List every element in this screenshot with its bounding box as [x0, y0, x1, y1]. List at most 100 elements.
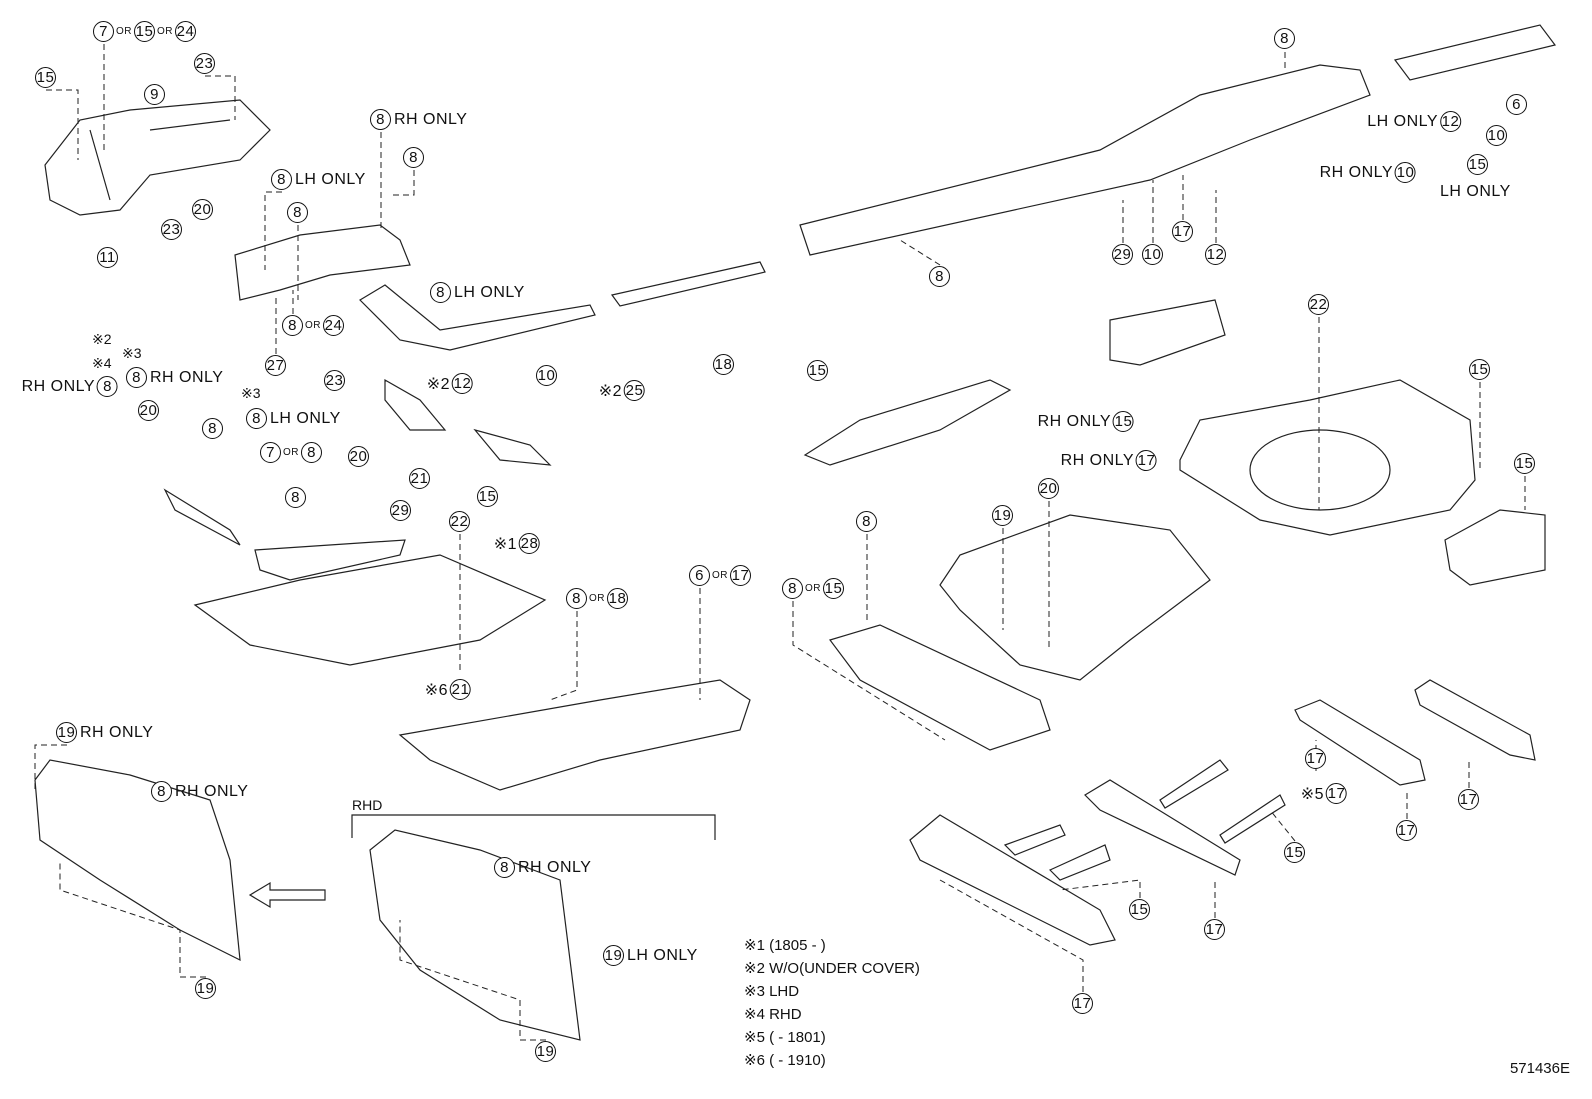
part-number[interactable]: 20 — [348, 446, 369, 467]
part-number[interactable]: 25 — [624, 380, 645, 401]
part-number[interactable]: 8 — [370, 109, 391, 130]
rear-side-member-part — [799, 64, 1371, 256]
part-number[interactable]: 19 — [56, 722, 77, 743]
part-number[interactable]: 8 — [271, 169, 292, 190]
part-number[interactable]: 22 — [449, 511, 470, 532]
part-number[interactable]: 11 — [97, 247, 118, 268]
part-number[interactable]: 17 — [1396, 820, 1417, 841]
part-number[interactable]: 17 — [730, 565, 751, 586]
part-number[interactable]: 29 — [390, 500, 411, 521]
callout-joiner: OR — [805, 583, 821, 594]
part-number[interactable]: 17 — [1072, 993, 1093, 1014]
callout-15: 15 — [1284, 842, 1305, 863]
part-number[interactable]: 15 — [1113, 411, 1134, 432]
part-number[interactable]: 12 — [1440, 111, 1461, 132]
part-number[interactable]: 23 — [161, 219, 182, 240]
part-number[interactable]: 8 — [202, 418, 223, 439]
notes-legend: ※1 (1805 - ) ※2 W/O(UNDER COVER) ※3 LHD … — [744, 934, 920, 1072]
part-number[interactable]: 17 — [1458, 789, 1479, 810]
part-number[interactable]: 7 — [93, 21, 114, 42]
rhd-bracket — [351, 814, 716, 840]
part-number[interactable]: 28 — [519, 533, 540, 554]
part-number[interactable]: 17 — [1305, 748, 1326, 769]
part-number[interactable]: 8 — [494, 857, 515, 878]
part-number[interactable]: 8 — [97, 376, 118, 397]
callout-joiner: OR — [283, 447, 299, 458]
part-number[interactable]: 9 — [144, 84, 165, 105]
callout-23: 23 — [324, 370, 345, 391]
part-number[interactable]: 20 — [192, 199, 213, 220]
part-number[interactable]: 15 — [1284, 842, 1305, 863]
part-number[interactable]: 8 — [287, 202, 308, 223]
part-number[interactable]: 15 — [35, 67, 56, 88]
part-number[interactable]: 6 — [1506, 94, 1527, 115]
part-number[interactable]: 8 — [430, 282, 451, 303]
part-number[interactable]: 7 — [260, 442, 281, 463]
part-number[interactable]: 18 — [607, 588, 628, 609]
part-number[interactable]: 8 — [929, 266, 950, 287]
part-number[interactable]: 18 — [713, 354, 734, 375]
part-number[interactable]: 23 — [324, 370, 345, 391]
diagram-code: 571436E — [1509, 1060, 1570, 1077]
part-number[interactable]: 12 — [452, 373, 473, 394]
part-number[interactable]: 15 — [1514, 453, 1535, 474]
part-number[interactable]: 15 — [134, 21, 155, 42]
callout-suffix: RH ONLY — [394, 110, 468, 128]
rear-floor-crossmember-part — [829, 624, 1051, 751]
part-number[interactable]: 19 — [535, 1041, 556, 1062]
part-number[interactable]: 19 — [992, 505, 1013, 526]
part-number[interactable]: 17 — [1204, 919, 1225, 940]
part-number[interactable]: 27 — [265, 355, 286, 376]
part-number[interactable]: 8 — [282, 315, 303, 336]
note-2: ※2 W/O(UNDER COVER) — [744, 960, 920, 977]
part-number[interactable]: 15 — [1467, 154, 1488, 175]
rear-extension-part — [1393, 24, 1557, 81]
part-number[interactable]: 8 — [126, 367, 147, 388]
part-number[interactable]: 10 — [1395, 162, 1416, 183]
part-number[interactable]: 8 — [403, 147, 424, 168]
callout-8: 8 — [1274, 28, 1295, 49]
center-floor-part — [939, 514, 1211, 681]
part-number[interactable]: 24 — [175, 21, 196, 42]
part-number[interactable]: 23 — [194, 53, 215, 74]
part-number[interactable]: 15 — [823, 578, 844, 599]
part-number[interactable]: 8 — [301, 442, 322, 463]
part-number[interactable]: 12 — [1205, 244, 1226, 265]
part-number[interactable]: 21 — [450, 679, 471, 700]
part-number[interactable]: 8 — [782, 578, 803, 599]
part-number[interactable]: 15 — [807, 360, 828, 381]
part-number[interactable]: 15 — [1129, 899, 1150, 920]
part-number[interactable]: 10 — [1142, 244, 1163, 265]
part-number[interactable]: 8 — [856, 511, 877, 532]
part-number[interactable]: 15 — [1469, 359, 1490, 380]
part-number[interactable]: 15 — [477, 486, 498, 507]
part-number[interactable]: 17 — [1326, 783, 1347, 804]
note-5: ※5 ( - 1801) — [744, 1029, 826, 1046]
callout-20: 20 — [138, 400, 159, 421]
callout-suffix: LH ONLY — [454, 283, 525, 301]
part-number[interactable]: 21 — [409, 468, 430, 489]
callout-8: 8 — [856, 511, 877, 532]
part-number[interactable]: 8 — [246, 408, 267, 429]
part-number[interactable]: 29 — [1112, 244, 1133, 265]
part-number[interactable]: 8 — [1274, 28, 1295, 49]
part-number[interactable]: 20 — [1038, 478, 1059, 499]
part-number[interactable]: 8 — [151, 781, 172, 802]
part-number[interactable]: 10 — [536, 365, 557, 386]
part-number[interactable]: 8 — [566, 588, 587, 609]
part-number[interactable]: 19 — [195, 978, 216, 999]
part-number[interactable]: 24 — [323, 315, 344, 336]
part-number[interactable]: 17 — [1136, 450, 1157, 471]
part-number[interactable]: 6 — [689, 565, 710, 586]
part-number[interactable]: 22 — [1308, 294, 1329, 315]
part-number[interactable]: 19 — [603, 945, 624, 966]
part-number[interactable]: 20 — [138, 400, 159, 421]
part-number[interactable]: 10 — [1486, 125, 1507, 146]
part-number[interactable]: 17 — [1172, 221, 1193, 242]
part-number[interactable]: 8 — [285, 487, 306, 508]
